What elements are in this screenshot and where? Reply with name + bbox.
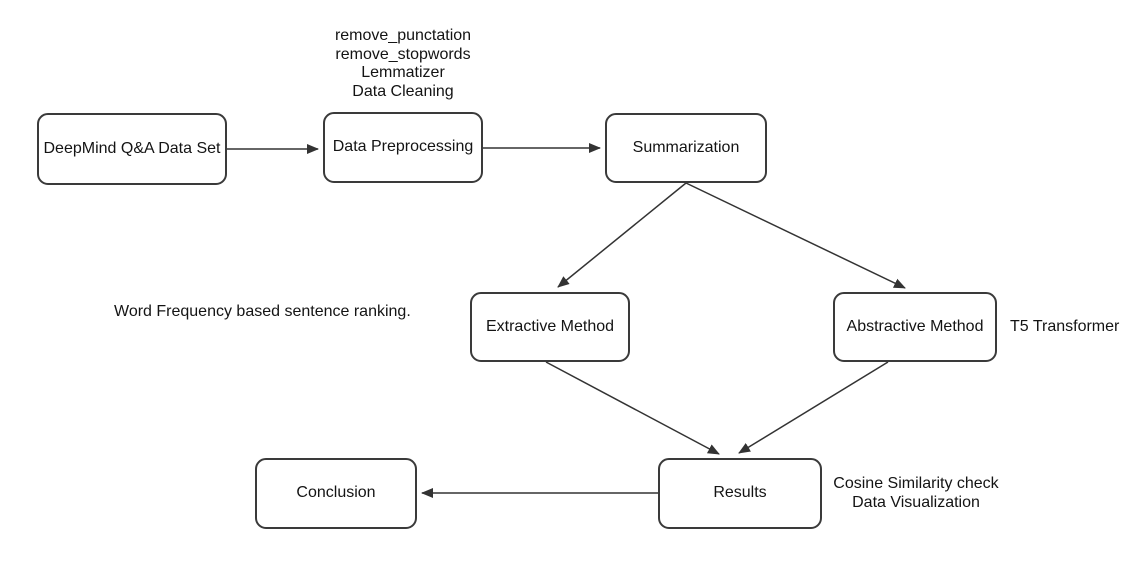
node-summarization: Summarization — [605, 113, 767, 183]
node-data-preprocessing: Data Preprocessing — [323, 112, 483, 183]
node-label: Abstractive Method — [846, 317, 984, 335]
arrow-extractive-to-results — [545, 361, 720, 455]
node-label: Conclusion — [296, 484, 376, 502]
arrow-abstractive-to-results — [738, 361, 889, 454]
node-label: DeepMind Q&A Data Set — [43, 139, 221, 157]
node-label: Extractive Method — [485, 317, 615, 335]
node-conclusion: Conclusion — [255, 458, 417, 529]
node-label: Results — [713, 484, 767, 502]
arrow-summarization-to-abstractive — [685, 182, 906, 289]
node-extractive-method: Extractive Method — [470, 292, 630, 362]
annotation-preprocessing-steps: remove_punctation remove_stopwords Lemma… — [334, 27, 472, 100]
node-label: Data Preprocessing — [332, 138, 474, 156]
annotation-abstractive-method: T5 Transformer — [1010, 318, 1120, 335]
node-deepmind-dataset: DeepMind Q&A Data Set — [37, 113, 227, 185]
annotation-extractive-method: Word Frequency based sentence ranking. — [114, 303, 411, 320]
node-results: Results — [658, 458, 822, 529]
node-abstractive-method: Abstractive Method — [833, 292, 997, 362]
annotation-results: Cosine Similarity check Data Visualizati… — [833, 475, 999, 511]
node-label: Summarization — [632, 138, 740, 156]
arrow-summarization-to-extractive — [557, 182, 687, 288]
